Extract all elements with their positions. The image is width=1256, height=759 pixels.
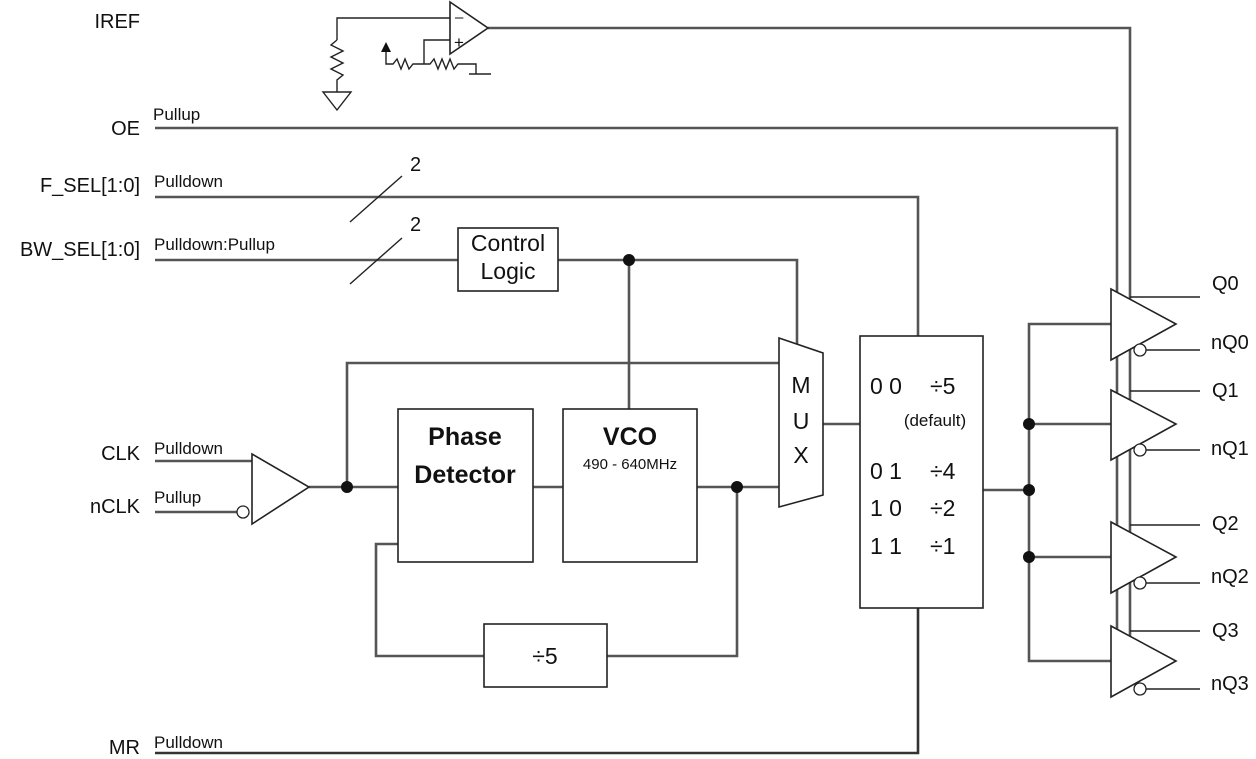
divider-default-note: (default) [904, 411, 966, 430]
opamp-minus: – [455, 9, 464, 26]
fsel-bus-width: 2 [410, 154, 421, 176]
q0-label: Q0 [1212, 273, 1239, 295]
output-buffer-q3-bubble [1133, 682, 1147, 696]
input-buffer [236, 452, 311, 526]
vco-range: 490 - 640MHz [583, 456, 677, 473]
divider-value-01: ÷4 [930, 458, 956, 484]
bypass-wire [345, 361, 779, 487]
oe-pull-label: Pullup [153, 105, 200, 124]
opamp-plus: + [454, 33, 464, 52]
opamp-triangle [449, 0, 490, 56]
divider-network [385, 52, 477, 74]
fsel-pin-label: F_SEL[1:0] [40, 175, 140, 197]
mux-letter-x: X [793, 442, 808, 468]
control-logic-label-2: Logic [481, 258, 536, 284]
wires [155, 26, 1200, 755]
junction-dot [1023, 484, 1035, 496]
fsel-pull-label: Pulldown [154, 172, 223, 191]
clk-pin-label: CLK [101, 443, 141, 465]
output-buffer-q1-bubble [1133, 443, 1147, 457]
bwsel-bus-width: 2 [410, 214, 421, 236]
mr-pull-label: Pulldown [154, 733, 223, 752]
junction-dot [1023, 551, 1035, 563]
q3-label: Q3 [1212, 620, 1239, 642]
output-buffer-q2 [1110, 520, 1178, 595]
phase-detector-block: Phase Detector [397, 408, 534, 563]
q1-label: Q1 [1212, 380, 1239, 402]
mux-letter-u: U [793, 408, 810, 434]
mr-wire [155, 608, 920, 755]
output-buffer-q1 [1110, 388, 1178, 462]
fsel-wire [155, 195, 920, 336]
iref-resistor [329, 39, 345, 92]
vco-label: VCO [603, 423, 657, 451]
iref-wire [336, 17, 450, 40]
junction-dot [731, 481, 743, 493]
nq2-label: nQ2 [1211, 566, 1249, 588]
phase-detector-label-1: Phase [428, 423, 502, 451]
iref-opamp-circuit: – + [321, 0, 491, 112]
divider-value-10: ÷2 [930, 495, 955, 521]
vco-block: VCO 490 - 640MHz [562, 408, 698, 563]
output-buffer-q0-bubble [1133, 343, 1147, 357]
feedback-divider-block: ÷5 [483, 623, 608, 688]
divider-code-01: 0 1 [870, 458, 902, 484]
divider-code-11: 1 1 [870, 533, 902, 559]
feedback-divider-label: ÷5 [532, 643, 557, 669]
buffer-bus-wire [1027, 322, 1111, 663]
nq0-label: nQ0 [1211, 332, 1249, 354]
mux-block: M U X [778, 336, 824, 509]
control-logic-block: Control Logic [457, 227, 559, 292]
opamp-feedback [423, 39, 450, 64]
junction-dot [1023, 418, 1035, 430]
q2-label: Q2 [1212, 513, 1239, 535]
phase-detector-label-2: Detector [414, 461, 516, 489]
fsel-bus-slash [349, 175, 403, 223]
bwsel-pin-label: BW_SEL[1:0] [20, 239, 140, 261]
bwsel-pull-label: Pulldown:Pullup [154, 235, 275, 254]
ground-symbol [321, 91, 353, 112]
nq3-label: nQ3 [1211, 673, 1249, 695]
divider-code-10: 1 0 [870, 495, 902, 521]
divider-value-00: ÷5 [930, 373, 955, 399]
supply-arrow-icon [381, 42, 391, 52]
input-buffer-inversion-bubble [236, 505, 250, 519]
mux-letter-m: M [791, 372, 810, 398]
output-divider-block: 0 0 ÷5 (default) 0 1 ÷4 1 0 ÷2 1 1 ÷1 [859, 335, 984, 609]
nclk-pull-label: Pullup [154, 488, 201, 507]
feedback-wire-right [607, 487, 739, 658]
iref-pin-label: IREF [94, 11, 140, 33]
control-logic-label-1: Control [471, 230, 545, 256]
output-buffer-q2-bubble [1133, 576, 1147, 590]
oe-pin-label: OE [111, 118, 140, 140]
nq1-label: nQ1 [1211, 438, 1249, 460]
feedback-wire-left [374, 542, 484, 658]
oe-wire [155, 126, 1119, 640]
output-buffer-q0 [1110, 287, 1178, 362]
control-logic-out-wire [558, 258, 799, 345]
nclk-pin-label: nCLK [90, 496, 141, 518]
divider-value-11: ÷1 [930, 533, 955, 559]
junction-dot [623, 254, 635, 266]
clk-pull-label: Pulldown [154, 439, 223, 458]
output-buffer-q3 [1110, 624, 1178, 699]
mr-pin-label: MR [109, 737, 140, 759]
junction-dot [341, 481, 353, 493]
bwsel-bus-slash [349, 237, 403, 285]
divider-code-00: 0 0 [870, 373, 902, 399]
